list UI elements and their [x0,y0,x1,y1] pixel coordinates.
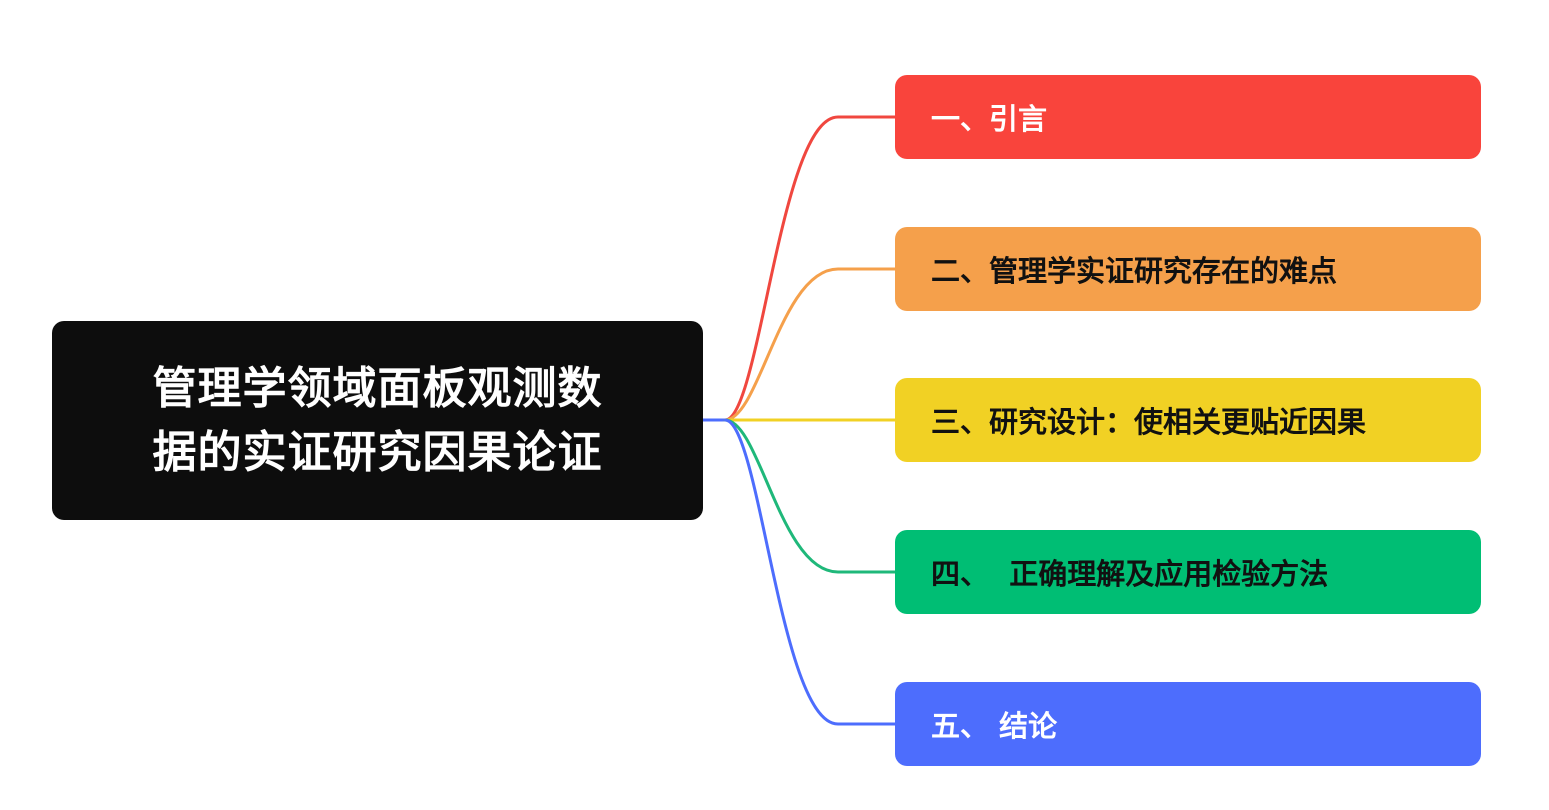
root-node[interactable]: 管理学领域面板观测数 据的实证研究因果论证 [52,321,703,520]
branch-label-1: 一、引言 [931,102,1048,136]
connector-line-1 [723,115,897,422]
branch-label-5: 五、 结论 [931,709,1058,743]
branch-label-2: 二、管理学实证研究存在的难点 [931,254,1338,288]
branch-label-3: 三、研究设计：使相关更贴近因果 [931,405,1367,439]
branch-node-3[interactable]: 三、研究设计：使相关更贴近因果 [895,378,1481,462]
connector-line-2 [723,267,897,422]
connector-line-4 [723,418,897,574]
root-title-line1: 管理学领域面板观测数 [152,362,603,414]
connector-line-5 [723,418,897,726]
branch-node-5[interactable]: 五、 结论 [895,682,1481,766]
root-title: 管理学领域面板观测数 据的实证研究因果论证 [153,357,603,485]
branch-label-4: 四、 正确理解及应用检验方法 [931,557,1329,591]
branch-node-1[interactable]: 一、引言 [895,75,1481,159]
branch-node-4[interactable]: 四、 正确理解及应用检验方法 [895,530,1481,614]
root-title-line2: 据的实证研究因果论证 [152,426,603,478]
branch-node-2[interactable]: 二、管理学实证研究存在的难点 [895,227,1481,311]
